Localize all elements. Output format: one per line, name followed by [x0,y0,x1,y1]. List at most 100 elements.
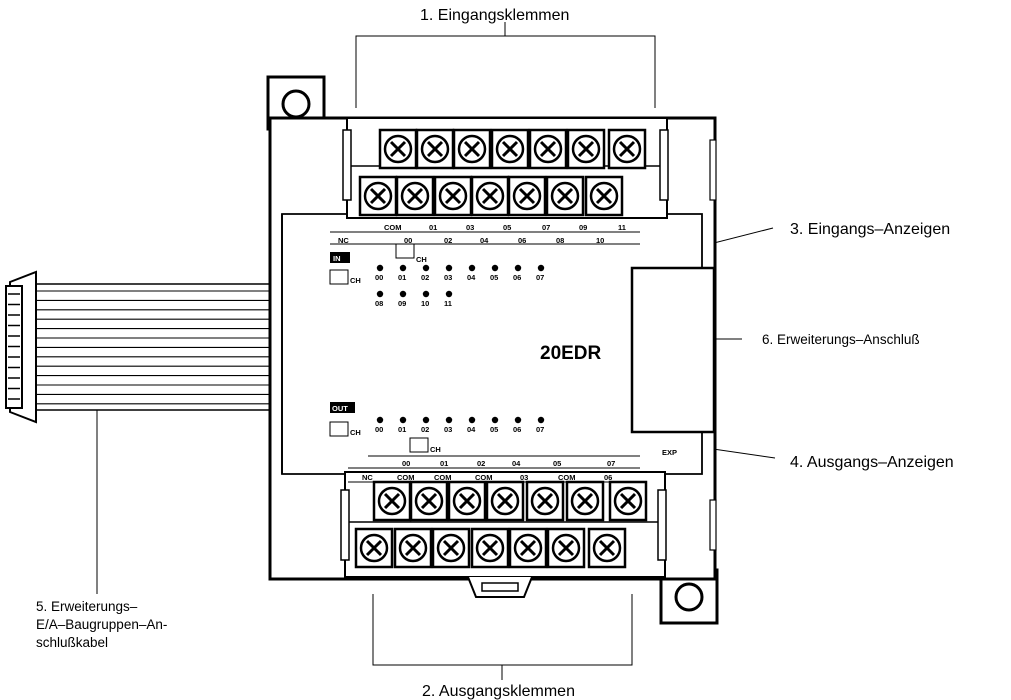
expansion-cable [6,272,293,422]
input-led-dot [446,291,452,297]
input-led-dot [515,265,521,271]
input-led-label: 01 [398,273,406,282]
output-terminal-screw [449,482,485,520]
input-led-dot [400,265,406,271]
output-terminal-label: COM [434,473,452,482]
input-led-label: 04 [467,273,476,282]
input-led-dot [538,265,544,271]
input-terminal-screw [492,130,528,168]
output-terminal-screw [610,482,646,520]
input-led-label: 06 [513,273,521,282]
input-terminal-screw [397,177,433,215]
input-terminal-screw [530,130,566,168]
input-terminal-label: 09 [579,223,587,232]
exp-label: EXP [662,448,677,457]
input-terminal-label: 06 [518,236,526,245]
in-ch-label-2: CH [416,255,427,264]
output-led-dot [492,417,498,423]
input-led-label: 02 [421,273,429,282]
output-terminal-screw [548,529,584,567]
callout-expansion-cable-line2: E/A–Baugruppen–An- [36,617,167,632]
input-led-label: 09 [398,299,406,308]
cable-plug [6,272,36,422]
input-terminal-label: 08 [556,236,564,245]
input-led-label: 08 [375,299,383,308]
input-led-label: 00 [375,273,383,282]
input-terminal-label: 07 [542,223,550,232]
output-terminal-label: 03 [520,473,528,482]
output-terminal-label: 04 [512,459,521,468]
callout-expansion-cable-line3: schlußkabel [36,635,108,650]
output-terminal-screw [487,482,523,520]
input-terminal-label: 05 [503,223,511,232]
output-terminal-screw [395,529,431,567]
output-terminal-screw [472,529,508,567]
input-terminal-screw [568,130,604,168]
input-terminal-screw [509,177,545,215]
output-led-dot [515,417,521,423]
input-led-dot [492,265,498,271]
output-terminal-screw [433,529,469,567]
output-led-dot [469,417,475,423]
input-terminal-label: 10 [596,236,604,245]
output-led-label: 06 [513,425,521,434]
input-led-label: 03 [444,273,452,282]
input-terminal-screw [435,177,471,215]
output-terminal-screw [411,482,447,520]
callout-expansion-cable-line1: 5. Erweiterungs– [36,599,138,614]
input-led-dot [469,265,475,271]
in-ch-label: CH [350,276,361,285]
output-terminal-label: 02 [477,459,485,468]
in-badge: IN [333,254,341,263]
input-led-dot [423,291,429,297]
output-led-label: 07 [536,425,544,434]
model-label: 20EDR [540,343,602,364]
input-led-label: 11 [444,299,452,308]
input-led-dot [377,265,383,271]
output-led-label: 00 [375,425,383,434]
input-terminal-label: 03 [466,223,474,232]
output-led-dot [377,417,383,423]
input-terminal-screw [360,177,396,215]
callout-expansion-connector: 6. Erweiterungs–Anschluß [762,332,920,347]
output-terminal-label: 05 [553,459,561,468]
expansion-connector [632,268,714,432]
output-led-label: 02 [421,425,429,434]
input-led-dot [446,265,452,271]
output-led-label: 05 [490,425,498,434]
output-terminal-label: NC [362,473,373,482]
input-led-label: 07 [536,273,544,282]
input-terminal-screw [380,130,416,168]
output-led-label: 03 [444,425,452,434]
output-terminal-screw [589,529,625,567]
input-terminal-label: 04 [480,236,489,245]
input-terminal-label: 01 [429,223,437,232]
output-terminal-label: 06 [604,473,612,482]
input-terminal-screw [547,177,583,215]
input-terminal-screw [417,130,453,168]
output-terminal-label: 00 [402,459,410,468]
output-led-label: 04 [467,425,476,434]
output-terminal-screw [567,482,603,520]
output-terminal-label: 01 [440,459,448,468]
output-led-label: 01 [398,425,406,434]
callout-input-indicators: 3. Eingangs–Anzeigen [790,221,950,238]
output-led-dot [423,417,429,423]
callout-input-terminals: 1. Eingangsklemmen [420,7,569,24]
output-terminal-label: 07 [607,459,615,468]
callout-output-indicators: 4. Ausgangs–Anzeigen [790,454,954,471]
out-ch-label-2: CH [430,445,441,454]
input-led-dot [377,291,383,297]
input-terminal-screw [586,177,622,215]
output-terminal-screw [527,482,563,520]
callout-output-terminals: 2. Ausgangsklemmen [422,683,575,700]
input-terminal-screw [454,130,490,168]
input-led-label: 10 [421,299,429,308]
input-led-label: 05 [490,273,498,282]
output-terminal-label: COM [397,473,415,482]
input-led-dot [423,265,429,271]
input-terminal-label: COM [384,223,402,232]
input-terminal-label: 02 [444,236,452,245]
output-terminal-screw [356,529,392,567]
